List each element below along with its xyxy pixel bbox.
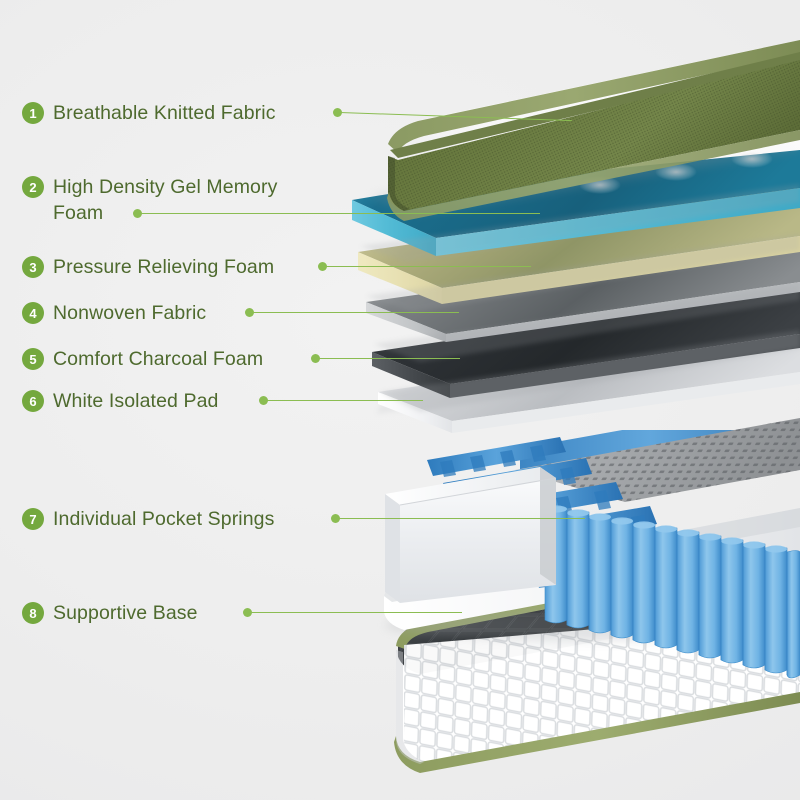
layer-pressure-relieving-foam xyxy=(358,186,800,312)
callout-badge-5: 5 xyxy=(22,348,44,370)
layer-charcoal-foam xyxy=(372,288,800,412)
leader-line-8 xyxy=(243,608,463,617)
callout-6[interactable]: 6 White Isolated Pad xyxy=(22,388,218,414)
spring-foam-edge xyxy=(385,467,557,603)
leader-line-1 xyxy=(333,108,572,122)
leader-line-5 xyxy=(311,354,461,363)
leader-stroke-1 xyxy=(339,112,572,122)
spring-front-row xyxy=(544,505,800,679)
callout-label-8-line1: Supportive Base xyxy=(53,602,198,624)
callout-label-6-line1: White Isolated Pad xyxy=(53,390,219,412)
callout-label-2-line1: High Density Gel Memory xyxy=(53,176,278,198)
callout-5[interactable]: 5 Comfort Charcoal Foam xyxy=(22,346,263,372)
layer-gel-memory-foam xyxy=(352,126,800,262)
callout-1[interactable]: 1 Breathable Knitted Fabric xyxy=(22,100,276,126)
callout-label-5-line1: Comfort Charcoal Foam xyxy=(53,348,264,370)
callout-3[interactable]: 3 Pressure Relieving Foam xyxy=(22,254,274,280)
callout-label-8: Supportive Base xyxy=(53,600,198,626)
leader-stroke-5 xyxy=(318,358,460,360)
callout-label-3: Pressure Relieving Foam xyxy=(53,254,274,280)
leader-dot-8 xyxy=(243,608,252,617)
callout-label-7: Individual Pocket Springs xyxy=(53,506,274,532)
callout-badge-8: 8 xyxy=(22,602,44,624)
callout-label-4: Nonwoven Fabric xyxy=(53,300,206,326)
callout-label-7-line1: Individual Pocket Springs xyxy=(53,508,275,530)
leader-stroke-8 xyxy=(250,612,462,614)
leader-stroke-7 xyxy=(338,518,585,520)
leader-stroke-6 xyxy=(266,400,423,402)
leader-stroke-3 xyxy=(325,266,531,268)
spring-bottom-sheet xyxy=(386,586,800,672)
callout-8[interactable]: 8 Supportive Base xyxy=(22,600,198,626)
callout-badge-3: 3 xyxy=(22,256,44,278)
callout-label-3-line1: Pressure Relieving Foam xyxy=(53,256,275,278)
spring-crowns xyxy=(427,437,696,588)
callout-label-2: High Density Gel Memory Foam xyxy=(53,174,277,226)
layer-knitted-fabric-top xyxy=(368,40,800,221)
leader-dot-3 xyxy=(318,262,327,271)
leader-line-4 xyxy=(245,308,460,317)
callout-badge-2: 2 xyxy=(22,176,44,198)
callout-label-1-line1: Breathable Knitted Fabric xyxy=(53,102,276,124)
leader-line-7 xyxy=(331,514,586,523)
leader-line-3 xyxy=(318,262,533,271)
callout-label-2-line2: Foam xyxy=(53,202,104,224)
callout-badge-6: 6 xyxy=(22,390,44,412)
leader-dot-6 xyxy=(259,396,268,405)
leader-dot-7 xyxy=(331,514,340,523)
leader-dot-5 xyxy=(311,354,320,363)
leader-dot-4 xyxy=(245,308,254,317)
callout-badge-1: 1 xyxy=(22,102,44,124)
callout-4[interactable]: 4 Nonwoven Fabric xyxy=(22,300,206,326)
layer-supportive-base xyxy=(394,551,800,773)
spring-rows-back xyxy=(520,430,800,481)
layer-pocket-springs xyxy=(384,418,800,679)
leader-line-6 xyxy=(259,396,424,405)
callout-label-1: Breathable Knitted Fabric xyxy=(53,100,276,126)
callout-2[interactable]: 2 High Density Gel Memory Foam xyxy=(22,174,277,226)
leader-dot-1 xyxy=(333,108,342,117)
leader-stroke-4 xyxy=(252,312,459,314)
layer-white-isolated-pad xyxy=(377,330,800,433)
callout-label-5: Comfort Charcoal Foam xyxy=(53,346,263,372)
callout-badge-4: 4 xyxy=(22,302,44,324)
callout-7[interactable]: 7 Individual Pocket Springs xyxy=(22,506,274,532)
layer-nonwoven-fabric xyxy=(366,240,800,362)
callout-label-4-line1: Nonwoven Fabric xyxy=(53,302,207,324)
callout-label-6: White Isolated Pad xyxy=(53,388,218,414)
callout-badge-7: 7 xyxy=(22,508,44,530)
